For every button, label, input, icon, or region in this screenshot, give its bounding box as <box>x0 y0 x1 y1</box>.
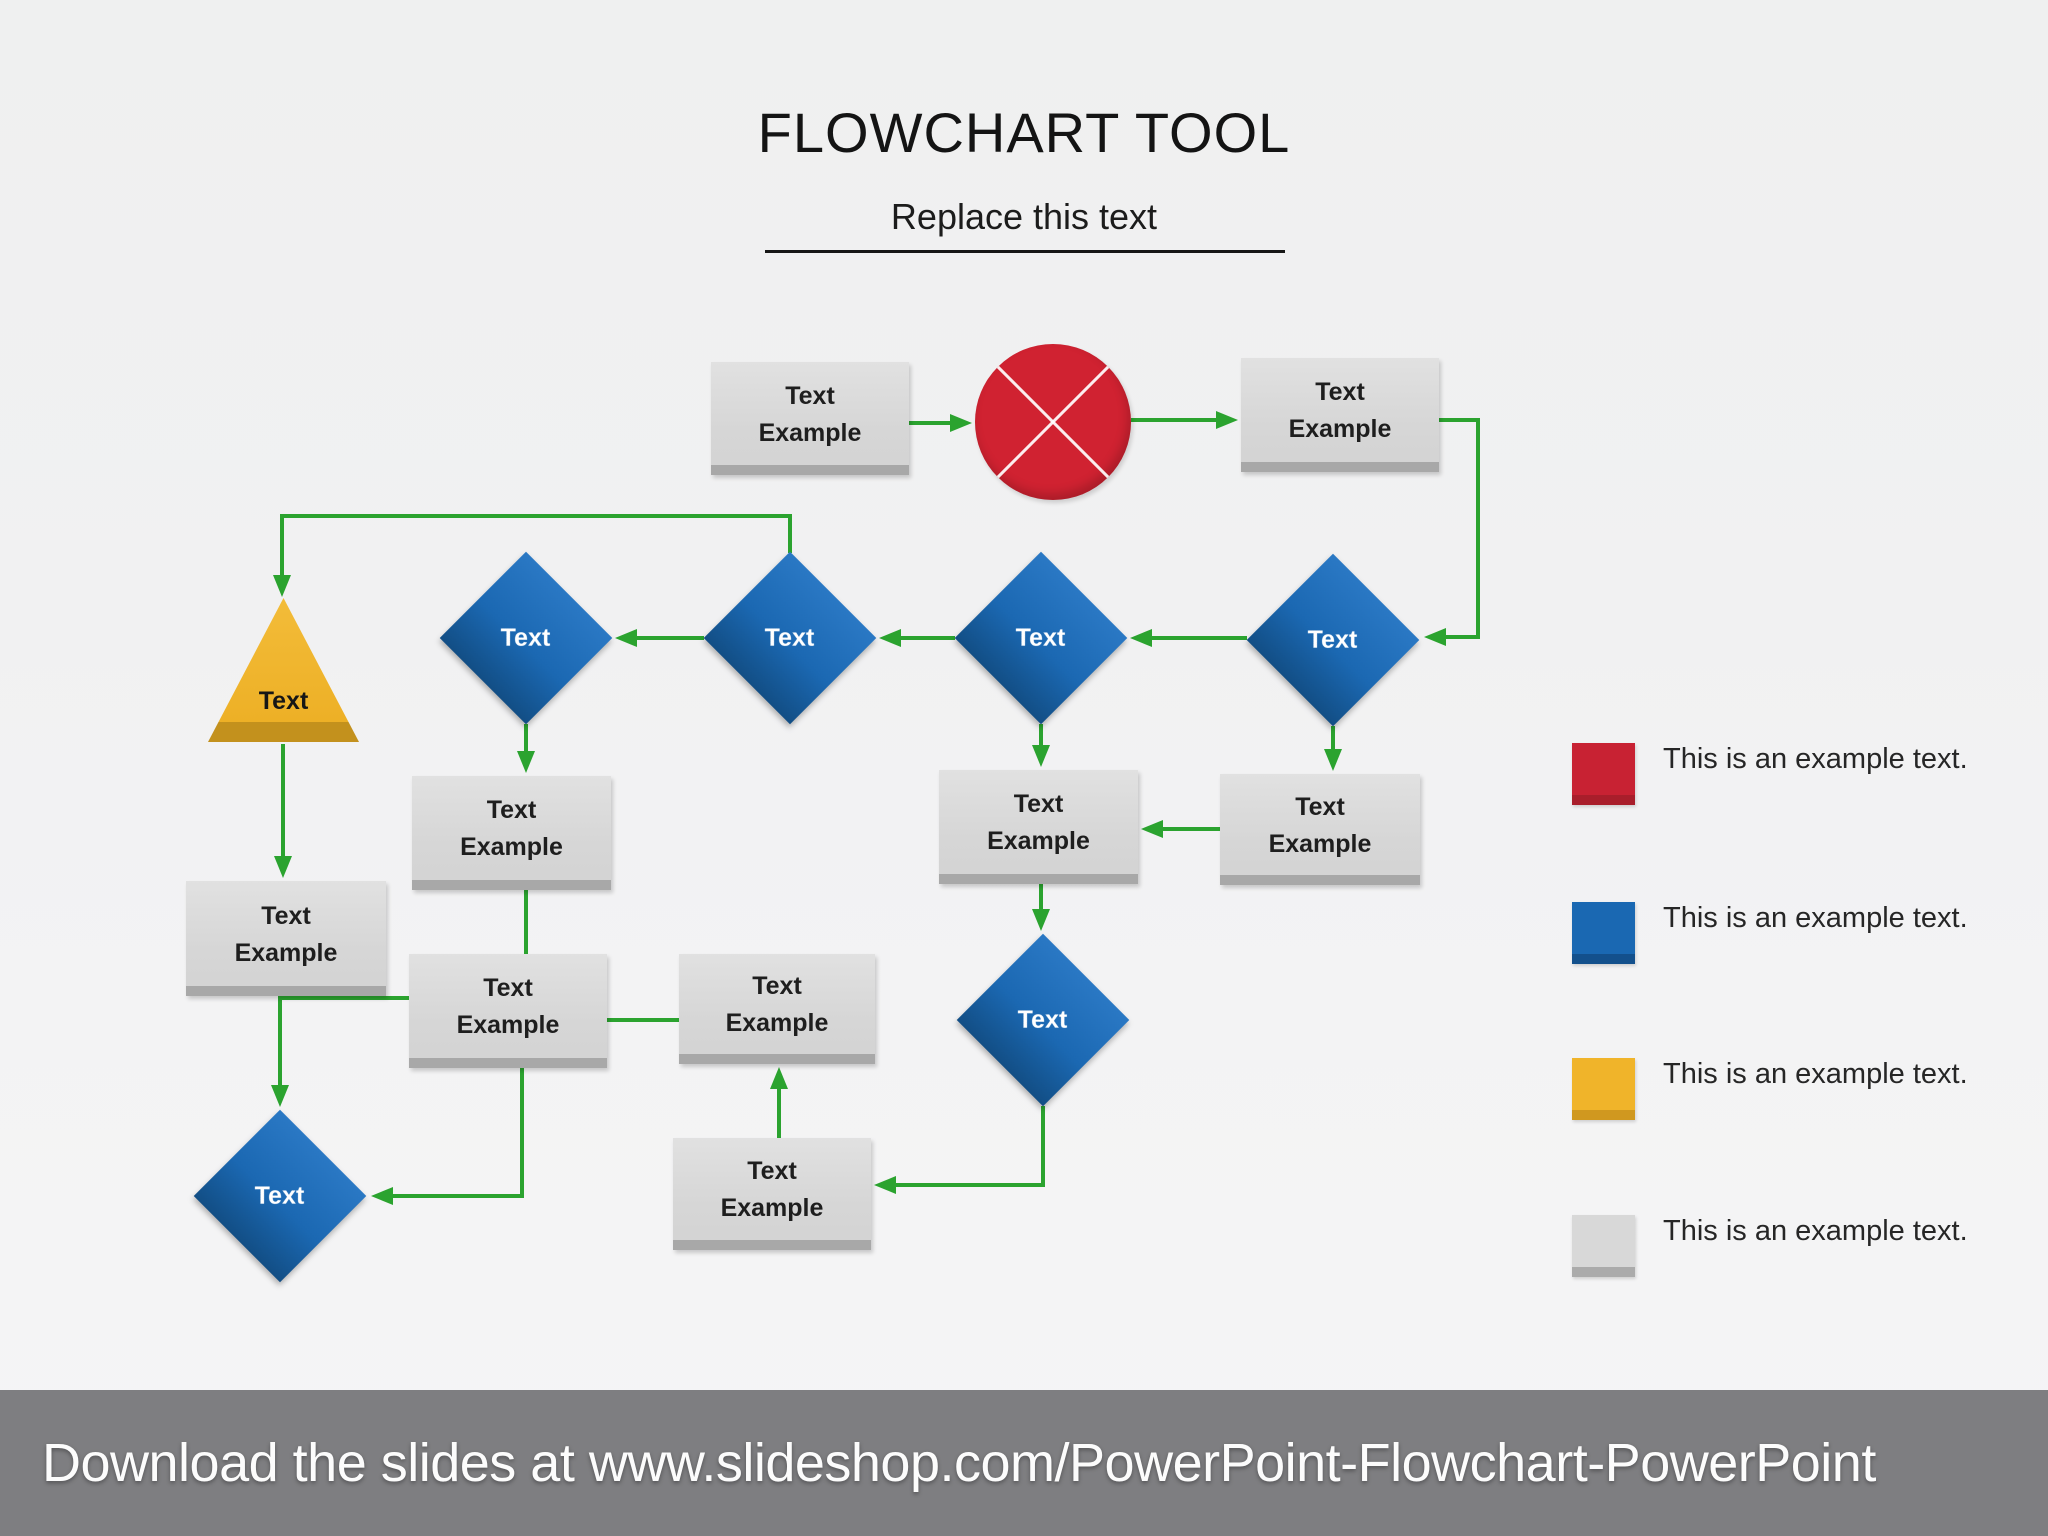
red-swatch <box>1572 743 1635 805</box>
process-a-label: Text Example <box>460 796 563 861</box>
subtitle-underline <box>765 250 1285 253</box>
process-g[interactable]: Text Example <box>673 1138 871 1250</box>
process-top-left-label: Text Example <box>758 381 862 447</box>
process-e-label: Text Example <box>456 974 560 1039</box>
process-c[interactable]: Text Example <box>1220 774 1420 885</box>
decision-1-label: Text <box>501 623 551 652</box>
process-top-right-label: Text Example <box>1288 378 1392 443</box>
footer-text: Download the slides at www.slideshop.com… <box>42 1433 1876 1493</box>
process-a[interactable]: Text Example <box>412 776 611 890</box>
process-c-label: Text Example <box>1268 792 1372 858</box>
c-d2-to-triangle[interactable] <box>273 514 792 597</box>
slide-title: FLOWCHART TOOL <box>757 101 1291 164</box>
blue-swatch <box>1572 902 1635 964</box>
decision-3-label: Text <box>1016 623 1066 652</box>
legend-text-red: This is an example text. <box>1663 743 1968 775</box>
process-e[interactable]: Text Example <box>409 954 607 1068</box>
process-b-label: Text Example <box>987 790 1090 855</box>
legend-text-blue: This is an example text. <box>1663 902 1968 934</box>
c-d6-to-boxg[interactable] <box>874 1106 1045 1194</box>
process-d[interactable]: Text Example <box>186 881 386 996</box>
legend-text-gray: This is an example text. <box>1663 1215 1968 1247</box>
process-g-label: Text Example <box>720 1157 824 1222</box>
process-top-left[interactable]: Text Example <box>711 362 909 475</box>
process-top-right[interactable]: Text Example <box>1241 358 1439 472</box>
junction-circle[interactable] <box>975 344 1131 500</box>
process-f[interactable]: Text Example <box>679 954 875 1064</box>
triangle-node-label: Text <box>258 687 309 715</box>
yellow-swatch <box>1572 1058 1635 1120</box>
footer-bar: Download the slides at www.slideshop.com… <box>0 1390 2048 1536</box>
process-f-label: Text Example <box>725 972 829 1037</box>
decision-2-label: Text <box>765 623 815 652</box>
decision-6-label: Text <box>1018 1005 1068 1034</box>
slide-subtitle: Replace this text <box>890 196 1158 237</box>
legend-text-yellow: This is an example text. <box>1663 1058 1968 1090</box>
decision-4-label: Text <box>1308 625 1358 654</box>
c-box2-to-d4[interactable] <box>1424 418 1480 646</box>
gray-swatch <box>1572 1215 1635 1277</box>
process-d-label: Text Example <box>234 901 338 967</box>
process-b[interactable]: Text Example <box>939 770 1138 884</box>
decision-5-label: Text <box>255 1181 305 1210</box>
c-boxe-to-d5[interactable] <box>371 1068 524 1205</box>
